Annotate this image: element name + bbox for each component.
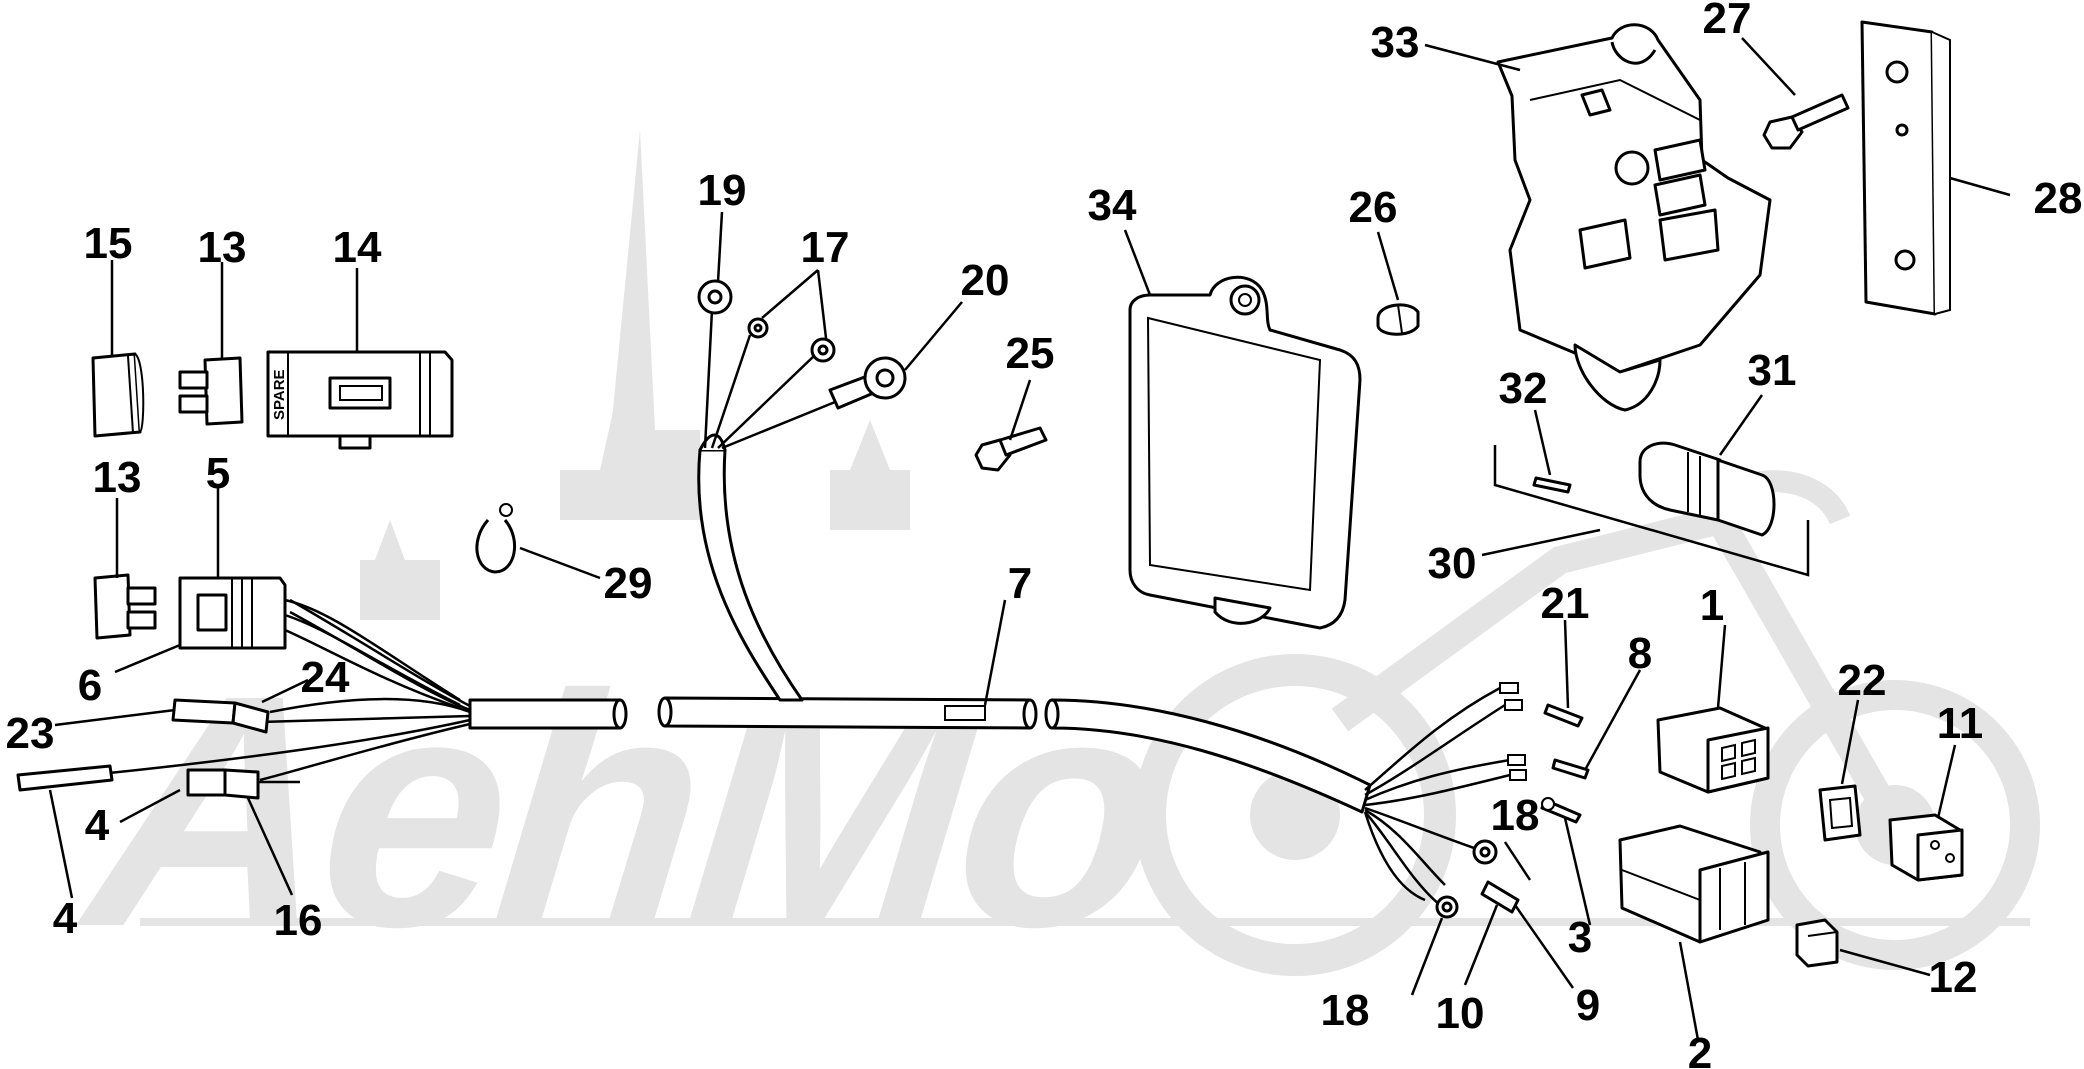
- terminal-3: [1540, 797, 1582, 824]
- callout-19: 19: [698, 166, 747, 215]
- callout-24: 24: [301, 653, 350, 702]
- callout-27: 27: [1703, 0, 1752, 43]
- fuse-13-top: [178, 356, 244, 426]
- callout-25: 25: [1006, 329, 1055, 378]
- spare-label: SPARE: [271, 369, 288, 420]
- callout-29: 29: [604, 559, 653, 608]
- callout-7: 7: [1008, 559, 1032, 608]
- terminal-8: [1551, 758, 1590, 780]
- callout-32: 32: [1499, 364, 1548, 413]
- right-terminals: [1435, 682, 1527, 919]
- callout-2: 2: [1688, 1029, 1712, 1069]
- callout-31: 31: [1748, 346, 1797, 395]
- leader-lines: [48, 37, 2011, 1041]
- callout-6: 6: [78, 661, 102, 710]
- plate-28: [1860, 20, 1951, 316]
- callout-10: 10: [1436, 989, 1485, 1038]
- ring-terminal-20: [828, 356, 907, 410]
- wire-end-4: [16, 764, 114, 792]
- main-harness: [468, 433, 1372, 814]
- plug-15: [91, 352, 145, 438]
- callout-23: 23: [6, 709, 55, 758]
- connector-1: [1656, 706, 1770, 794]
- connector-23-24: [171, 698, 270, 734]
- terminal-21: [1543, 703, 1584, 728]
- terminals-17: [747, 317, 836, 363]
- callout-labels: 1 2 3 4 4 5 6 7 8 9 10 11 12 13 13 14 15…: [6, 0, 2083, 1069]
- callout-14: 14: [333, 223, 382, 272]
- callout-9: 9: [1576, 981, 1600, 1030]
- callout-33: 33: [1371, 18, 1420, 67]
- fuse-holder-5: [178, 576, 461, 710]
- callout-20: 20: [961, 256, 1010, 305]
- callout-21: 21: [1541, 579, 1590, 628]
- callout-18: 18: [1491, 791, 1540, 840]
- bolt-25: [974, 426, 1048, 472]
- callout-26: 26: [1349, 183, 1398, 232]
- pin-32: [1532, 476, 1572, 494]
- seal-22: [1818, 784, 1862, 842]
- fuse-13-bottom: [93, 573, 157, 640]
- callout-17: 17: [801, 223, 850, 272]
- bracket-11: [1888, 813, 1964, 882]
- connector-16: [186, 768, 300, 800]
- ring-terminal-19: [697, 279, 733, 315]
- callout-5: 5: [206, 449, 230, 498]
- fuse-holder-14: SPARE: [266, 350, 454, 450]
- callout-4: 4: [85, 801, 110, 850]
- connector-31: [1638, 441, 1776, 537]
- callout-11: 11: [1937, 699, 1984, 748]
- callout-30: 30: [1428, 539, 1477, 588]
- callout-18: 18: [1321, 986, 1370, 1035]
- callout-12: 12: [1929, 953, 1978, 1002]
- callout-16: 16: [274, 896, 323, 945]
- callout-3: 3: [1568, 913, 1592, 962]
- upper-branch-wires: [703, 309, 841, 450]
- right-breakout-wires: [1363, 686, 1511, 906]
- callout-4: 4: [53, 894, 78, 943]
- watermark: AehMo: [65, 130, 2040, 996]
- callout-28: 28: [2034, 174, 2083, 223]
- callout-1: 1: [1700, 581, 1724, 630]
- module-34: [1128, 275, 1362, 630]
- callout-22: 22: [1838, 656, 1887, 705]
- group-30: [1493, 445, 1810, 577]
- callout-15: 15: [84, 219, 133, 268]
- grommet-26: [1376, 303, 1420, 336]
- connector-2: [1618, 824, 1770, 944]
- cap-12: [1795, 918, 1839, 968]
- callout-8: 8: [1628, 629, 1652, 678]
- svg-text:AehMo: AehMo: [65, 627, 1176, 996]
- bolt-27: [1762, 93, 1850, 150]
- callout-13: 13: [198, 223, 247, 272]
- bracket-33: [1496, 23, 1772, 412]
- callout-13: 13: [93, 453, 142, 502]
- callout-34: 34: [1088, 181, 1137, 230]
- clip-29: [475, 503, 516, 574]
